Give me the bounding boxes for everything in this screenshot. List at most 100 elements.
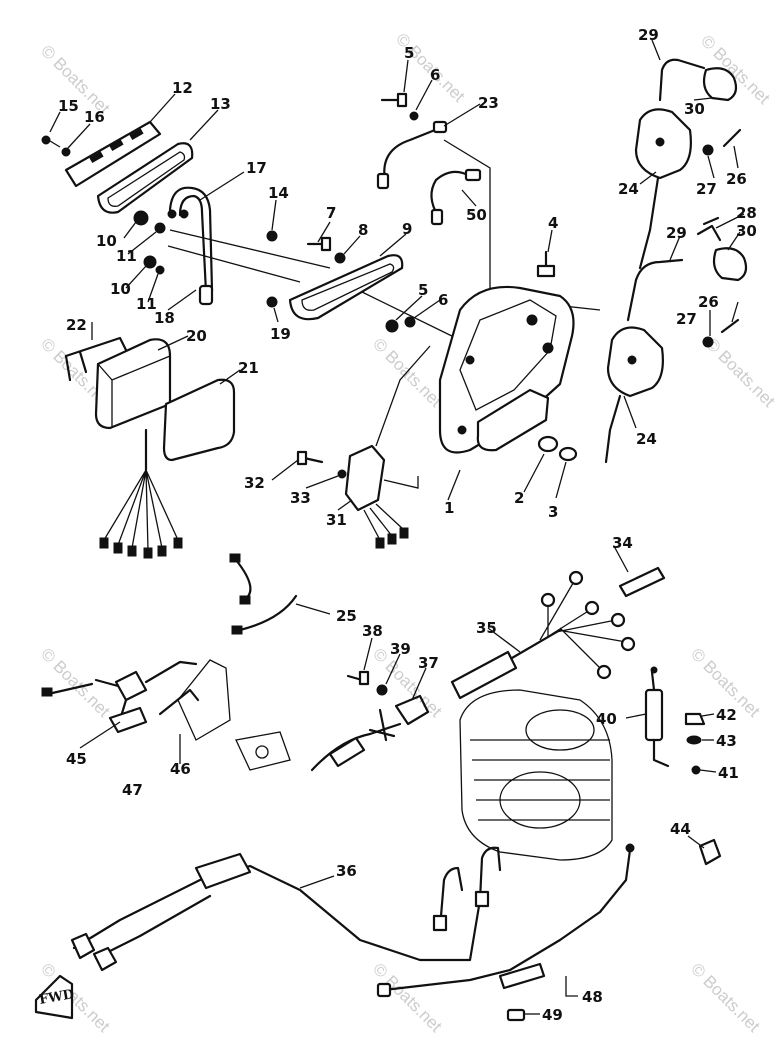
- part-screw-38: [346, 670, 388, 696]
- part-wire-25: [229, 553, 298, 635]
- callout-25: 25: [336, 607, 357, 625]
- callout-24b: 24: [636, 430, 657, 448]
- part-bolt-26-upper: [702, 128, 742, 156]
- part-wire-23: [376, 120, 448, 190]
- part-bolt-5: [380, 92, 419, 121]
- callout-49: 49: [542, 1006, 563, 1024]
- part-engine-block: [459, 689, 613, 861]
- part-pad-21: [162, 378, 236, 462]
- callout-14: 14: [268, 184, 289, 202]
- callout-3: 3: [548, 503, 558, 521]
- callout-10b: 10: [110, 280, 131, 298]
- callout-labels: 12 13 15 16 17 10 11 10 11 18 14 7 8 9 1…: [58, 26, 757, 1024]
- callout-29a: 29: [638, 26, 659, 44]
- part-nut-19: [266, 296, 278, 308]
- callout-36: 36: [336, 862, 357, 880]
- part-bracket-22: [64, 336, 128, 382]
- callout-5a: 5: [404, 44, 414, 62]
- callout-11b: 11: [136, 295, 157, 313]
- part-coil-24-lower: [604, 258, 684, 464]
- callout-34: 34: [612, 534, 633, 552]
- part-bracket-1: [438, 285, 575, 454]
- callout-47: 47: [122, 781, 143, 799]
- callout-27b: 27: [676, 310, 697, 328]
- callout-12: 12: [172, 79, 193, 97]
- part-wire-17-18: [167, 186, 214, 306]
- part-plate-12: [64, 120, 162, 188]
- callout-21: 21: [238, 359, 259, 377]
- part-plug-cap-30-upper: [702, 67, 738, 102]
- part-nuts-41-43: [684, 712, 706, 775]
- callout-9: 9: [402, 220, 412, 238]
- part-bolt-26-lower: [702, 318, 740, 348]
- callout-17: 17: [246, 159, 267, 177]
- callout-8: 8: [358, 221, 368, 239]
- callout-19: 19: [270, 325, 291, 343]
- callout-15: 15: [58, 97, 79, 115]
- callout-32: 32: [244, 474, 265, 492]
- callout-29b: 29: [666, 224, 687, 242]
- part-screw-15: [41, 135, 71, 157]
- callout-11a: 11: [116, 247, 137, 265]
- part-bolt-7: [306, 236, 346, 264]
- part-rail: [167, 229, 331, 283]
- callout-10a: 10: [96, 232, 117, 250]
- part-plate-9: [288, 254, 404, 321]
- callout-31: 31: [326, 511, 347, 529]
- part-coil-24-upper: [634, 58, 706, 270]
- callout-50: 50: [466, 206, 487, 224]
- callout-39: 39: [390, 640, 411, 658]
- callout-37: 37: [418, 654, 439, 672]
- callout-4: 4: [548, 214, 558, 232]
- callout-48: 48: [582, 988, 603, 1006]
- part-nuts-10-11: [133, 210, 166, 275]
- watermark: © Boats.net: [687, 959, 764, 1036]
- callout-26b: 26: [698, 293, 719, 311]
- part-relay-40: [644, 666, 670, 768]
- callout-33: 33: [290, 489, 311, 507]
- callout-44: 44: [670, 820, 691, 838]
- callout-43: 43: [716, 732, 737, 750]
- callout-30a: 30: [684, 100, 705, 118]
- part-bolt-4: [536, 250, 556, 278]
- part-regulator-31: [344, 345, 431, 549]
- callout-22: 22: [66, 316, 87, 334]
- callout-30b: 30: [736, 222, 757, 240]
- callout-35: 35: [476, 619, 497, 637]
- part-nut-14: [266, 230, 278, 242]
- callout-1: 1: [444, 499, 454, 517]
- part-clip-28: [696, 216, 722, 242]
- watermark: © Boats.net: [369, 334, 446, 411]
- callout-5b: 5: [418, 281, 428, 299]
- callout-23: 23: [478, 94, 499, 112]
- callout-27a: 27: [696, 180, 717, 198]
- watermark: © Boats.net: [369, 959, 446, 1036]
- part-bracket-46: [158, 659, 231, 741]
- part-cable-left: [310, 722, 402, 772]
- part-wire-50: [430, 168, 482, 226]
- callout-16: 16: [84, 108, 105, 126]
- part-harness-35: [450, 570, 636, 700]
- part-harness-20: [99, 428, 183, 559]
- callout-18: 18: [154, 309, 175, 327]
- callout-45: 45: [66, 750, 87, 768]
- part-switch-45: [41, 660, 198, 734]
- callout-26a: 26: [726, 170, 747, 188]
- part-bolt-5b: [385, 316, 416, 333]
- callout-46: 46: [170, 760, 191, 778]
- part-clip-44: [698, 838, 722, 866]
- fwd-arrow: FWD: [34, 974, 75, 1020]
- part-bolt-32: [296, 450, 347, 479]
- part-cover-13: [96, 142, 194, 214]
- callout-38: 38: [362, 622, 383, 640]
- part-plug-cap-30-lower: [712, 247, 748, 282]
- part-bar-34: [618, 566, 666, 598]
- part-box-20: [94, 338, 172, 430]
- watermark: © Boats.net: [702, 334, 779, 411]
- callout-13: 13: [210, 95, 231, 113]
- part-collar-2: [537, 435, 578, 462]
- callout-7: 7: [326, 204, 336, 222]
- callout-6b: 6: [438, 291, 448, 309]
- part-plate-47: [235, 731, 291, 771]
